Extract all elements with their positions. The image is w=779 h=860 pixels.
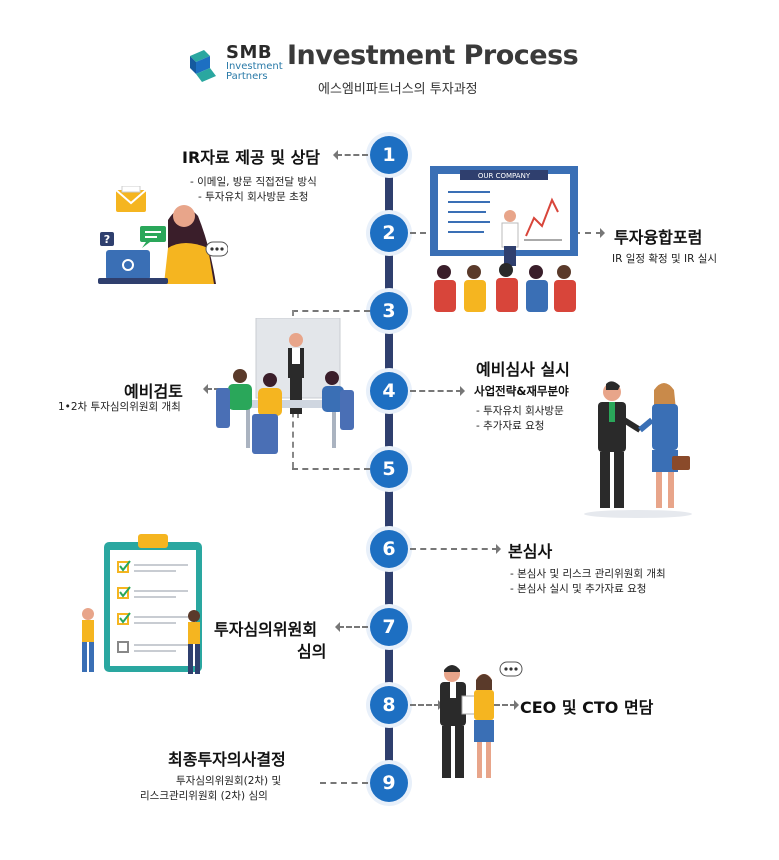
step-4-detail-1: - 투자유치 회사방문 — [476, 405, 564, 417]
step-7-connector — [335, 622, 368, 632]
step-9-detail-1: 투자심의위원회(2차) 및 — [176, 775, 282, 787]
step-6-node: 6 — [370, 530, 408, 568]
step-9-node: 9 — [370, 764, 408, 802]
step-9-connector — [320, 782, 368, 784]
review-detail: 1•2차 투자심의위원회 개최 — [58, 401, 181, 413]
svg-text:?: ? — [104, 233, 110, 246]
ceo-meeting-illustration — [440, 661, 523, 778]
step-4-subtitle: 사업전략&재무분야 — [474, 384, 569, 398]
support-agent-illustration: ? — [98, 186, 228, 284]
step-7-title-line-1: 투자심의위원회 — [214, 620, 318, 639]
dots-icon — [205, 241, 228, 257]
step-1-title: IR자료 제공 및 상담 — [182, 148, 321, 167]
checklist-illustration — [82, 534, 202, 674]
step-2-detail-1: IR 일정 확정 및 IR 실시 — [612, 253, 718, 265]
step-1-detail-2: - 투자유치 회사방문 초청 — [198, 191, 309, 203]
mail-icon — [115, 186, 147, 212]
review-meeting-illustration — [216, 318, 354, 454]
step-6-title: 본심사 — [508, 542, 553, 561]
step-6-detail-2: - 본심사 실시 및 추가자료 요청 — [510, 583, 647, 595]
step-8-title: CEO 및 CTO 면담 — [520, 698, 654, 717]
step-9-detail-2: 리스크관리위원회 (2차) 심의 — [140, 790, 268, 802]
step-2-title: 투자융합포럼 — [614, 228, 703, 247]
step-5-connector — [292, 468, 370, 470]
step-7-title-line-2: 심의 — [297, 642, 327, 661]
step-8-connector-right — [494, 700, 519, 710]
dots-icon — [499, 661, 523, 677]
logo-wordmark: SMB Investment Partners — [226, 44, 283, 82]
step-9-title: 최종투자의사결정 — [168, 750, 286, 769]
review-title: 예비검토 — [124, 382, 183, 401]
step-3-node: 3 — [370, 292, 408, 330]
step-1-detail-1: - 이메일, 방문 직접전달 방식 — [190, 176, 317, 188]
step-1-connector — [333, 150, 368, 160]
checkbox-icon — [117, 560, 131, 653]
screen-label: OUR COMPANY — [478, 172, 531, 180]
step-4-detail-2: - 추가자료 요청 — [476, 420, 545, 432]
page-title: Investment Process — [287, 40, 579, 71]
step-7-node: 7 — [370, 608, 408, 646]
step-5-node: 5 — [370, 450, 408, 488]
laptop-icon — [106, 250, 150, 280]
logo-name: SMB — [226, 42, 273, 63]
chat-icon — [140, 226, 166, 248]
step-2-connector-right — [574, 228, 605, 238]
handshake-illustration — [584, 381, 692, 518]
step-6-connector — [410, 544, 501, 554]
step-4-node: 4 — [370, 372, 408, 410]
step-4-connector — [410, 386, 465, 396]
page-subtitle: 에스엠비파트너스의 투자과정 — [318, 82, 478, 97]
forum-presentation-illustration: OUR COMPANY — [430, 166, 578, 312]
step-1-node: 1 — [370, 136, 408, 174]
logo-icon — [190, 50, 216, 82]
logo-sub-2: Partners — [226, 71, 268, 82]
logo-sub-1: Investment — [226, 61, 283, 72]
step-4-title: 예비심사 실시 — [476, 360, 570, 379]
question-icon: ? — [100, 232, 114, 246]
step-6-detail-1: - 본심사 및 리스크 관리위원회 개최 — [510, 568, 666, 580]
step-8-node: 8 — [370, 686, 408, 724]
step-3-connector — [292, 310, 370, 312]
step-2-node: 2 — [370, 214, 408, 252]
